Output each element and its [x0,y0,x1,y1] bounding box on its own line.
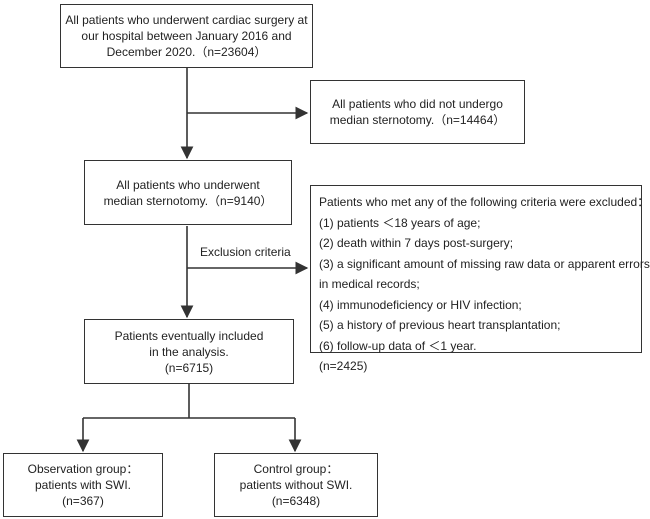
box-included-line-1: Patients eventually included [114,328,264,343]
box-all-patients-line-2: our hospital between January 2016 and [81,29,292,43]
excluded-line-1: Patients who met any of the following cr… [319,195,650,209]
box-all-patients: All patients who underwent cardiac surge… [60,4,313,68]
box-all-patients-line-3: December 2020.（n=23604） [106,45,267,59]
box-control-line-3: (n=6348) [271,494,321,508]
box-sternotomy: All patients who underwent median sterno… [84,160,292,225]
excluded-line-7: (5) a history of previous heart transpla… [319,318,561,332]
excluded-line-4: (3) a significant amount of missing raw … [319,256,650,271]
box-included: Patients eventually included in the anal… [84,319,294,384]
excluded-line-6: (4) immunodeficiency or HIV infection; [319,297,522,312]
excluded-line-9: (n=2425) [319,359,368,373]
box-sternotomy-line-1: All patients who underwent [116,177,260,192]
box-control-line-2: patients without SWI. [239,478,353,492]
box-control: Control group： patients without SWI. (n=… [214,453,378,517]
box-observation: Observation group： patients with SWI. (n… [3,453,163,517]
excluded-line-2: (1) patients ＜18 years of age; [319,215,481,230]
box-observation-line-2: patients with SWI. [34,478,132,492]
excluded-line-5: in medical records; [319,277,420,291]
box-included-line-2: in the analysis. [149,344,229,359]
box-excluded: Patients who met any of the following cr… [310,185,650,373]
box-control-line-1: Control group： [253,462,339,476]
box-no-sternotomy-line-2: median sternotomy.（n=14464） [329,113,506,127]
box-no-sternotomy: All patients who did not undergo median … [310,80,525,144]
box-included-line-3: (n=6715) [164,360,214,375]
box-all-patients-line-1: All patients who underwent cardiac surge… [65,13,308,27]
box-no-sternotomy-line-1: All patients who did not undergo [332,97,503,111]
excluded-line-8: (6) follow-up data of ＜1 year. [319,338,477,353]
box-observation-line-1: Observation group： [27,462,139,476]
excluded-line-3: (2) death within 7 days post-surgery; [319,236,514,250]
box-observation-line-3: (n=367) [62,494,104,508]
box-sternotomy-line-2: median sternotomy.（n=9140） [103,193,273,208]
exclusion-criteria-label: Exclusion criteria [200,245,291,259]
